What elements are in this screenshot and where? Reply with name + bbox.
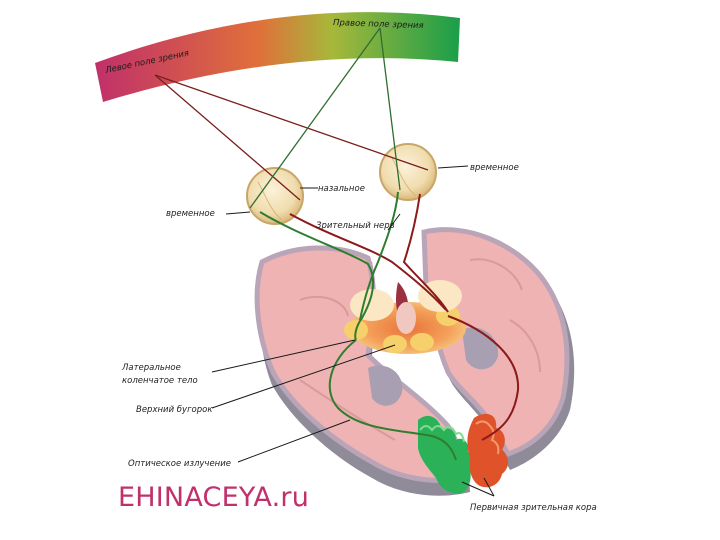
thalamus-region	[344, 280, 466, 354]
visual-field-arc	[95, 12, 460, 102]
superior-colliculus-label: Верхний бугорок	[136, 405, 213, 415]
leader-lines	[211, 165, 495, 497]
site-name: EHINACEYA	[118, 482, 272, 513]
site-domain: .ru	[271, 482, 310, 513]
light-rays	[154, 27, 429, 209]
nasal-label: назальное	[318, 184, 365, 194]
site-watermark: EHINACEYA.ru	[118, 482, 309, 513]
temporal-label-right: временное	[470, 163, 519, 173]
right-visual-field-label: Правое поле зрения	[333, 18, 424, 31]
optic-radiation-label: Оптическое излучение	[128, 459, 231, 469]
optic-nerve-label: Зрительный нерв	[316, 221, 395, 231]
lgn-label-line1: Латеральное	[121, 363, 181, 373]
brain	[254, 227, 575, 496]
lgn-label-line2: коленчатое тело	[122, 376, 198, 386]
left-eye	[246, 167, 304, 225]
primary-visual-cortex-label: Первичная зрительная кора	[470, 503, 597, 513]
optic-pathways	[259, 191, 520, 461]
temporal-label-left: временное	[166, 209, 215, 219]
right-eye	[379, 143, 437, 201]
